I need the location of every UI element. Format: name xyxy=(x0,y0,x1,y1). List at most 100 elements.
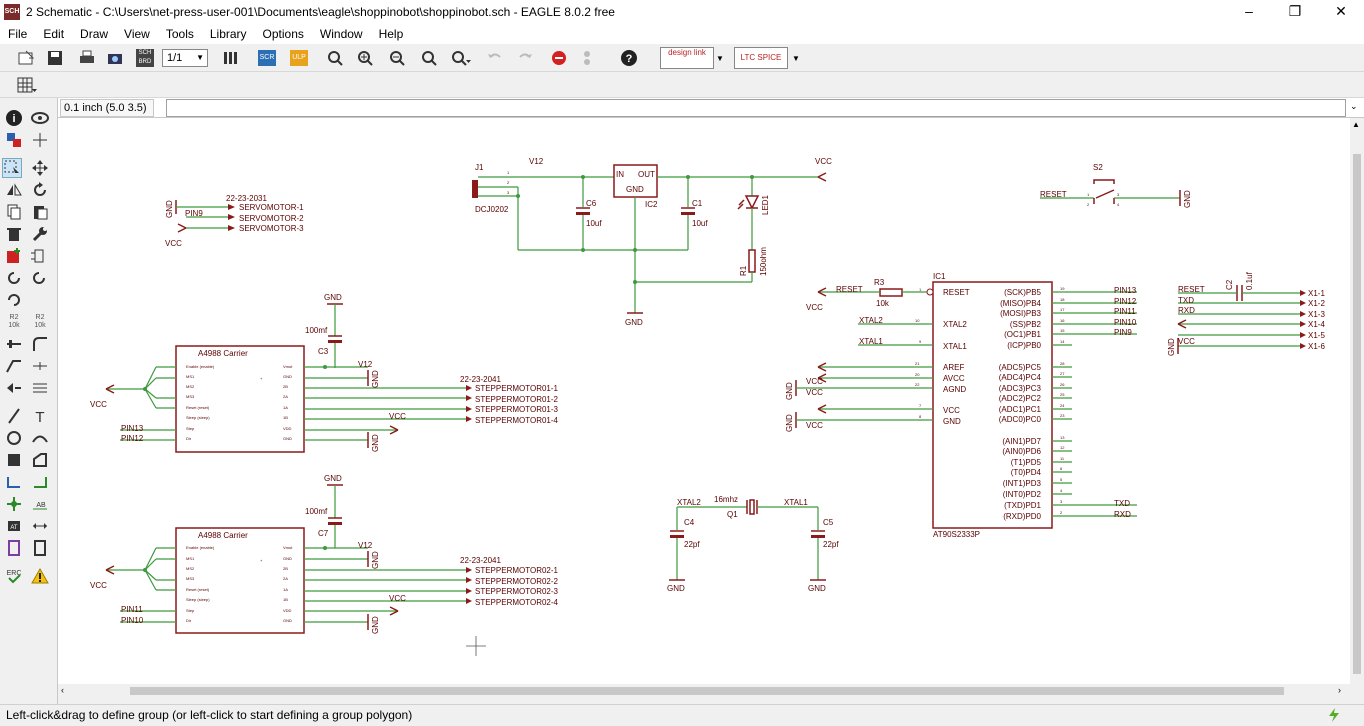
mcu-section[interactable]: IC1 AT90S2333P R3 10k RESET VCC 1 RESET … xyxy=(785,272,1137,539)
grid-icon[interactable] xyxy=(16,74,38,96)
add-part-icon[interactable] xyxy=(4,246,24,266)
eye-icon[interactable] xyxy=(30,108,50,128)
schematic-drawing[interactable]: .w { stroke:#3d9a3d; stroke-width:1.2; f… xyxy=(58,118,1350,684)
chevron-down-icon[interactable]: ▼ xyxy=(792,54,800,63)
programming-header-section[interactable]: C2 0.1uf GND RESET TXD RXD VCC X1-1 X1-2… xyxy=(1167,271,1325,356)
label-icon[interactable]: AB xyxy=(30,494,50,514)
zoom-area-icon[interactable] xyxy=(450,47,472,69)
erc-icon[interactable]: ERC xyxy=(4,566,24,586)
miter-icon[interactable] xyxy=(30,334,50,354)
menu-options[interactable]: Options xyxy=(262,27,304,41)
chevron-down-icon[interactable]: ▼ xyxy=(716,54,724,63)
copy-icon[interactable] xyxy=(4,202,24,222)
design-link-button[interactable]: design link xyxy=(660,47,714,69)
move-icon[interactable] xyxy=(30,158,50,178)
stop-icon[interactable] xyxy=(548,47,570,69)
power-section[interactable]: J1 DCJ0202 1 2 3 V12 IN OUT GND IC2 VCC … xyxy=(472,157,832,327)
vertical-scroll-thumb[interactable] xyxy=(1353,154,1361,674)
go-icon[interactable] xyxy=(576,47,598,69)
bus-icon[interactable] xyxy=(4,472,24,492)
menu-window[interactable]: Window xyxy=(319,27,363,41)
vertical-scrollbar[interactable]: ▲ xyxy=(1350,118,1364,684)
schematic-canvas[interactable]: .w { stroke:#3d9a3d; stroke-width:1.2; f… xyxy=(58,118,1350,684)
delete-icon[interactable] xyxy=(4,224,24,244)
crystal-section[interactable]: XTAL2 XTAL1 16mhz Q1 C4 22pf GND C5 22pf… xyxy=(667,495,839,593)
line-icon[interactable] xyxy=(4,406,24,426)
menu-library[interactable]: Library xyxy=(209,27,247,41)
s2-label: S2 xyxy=(1093,163,1103,172)
vcc-arrow xyxy=(817,373,827,383)
scr-button[interactable]: SCR xyxy=(256,47,278,69)
open-icon[interactable] xyxy=(16,47,38,69)
command-input[interactable] xyxy=(166,99,1346,117)
ulp-button[interactable]: ULP xyxy=(288,47,310,69)
chevron-down-icon[interactable]: ⌄ xyxy=(1350,101,1358,111)
mirror-icon[interactable] xyxy=(4,180,24,200)
menu-help[interactable]: Help xyxy=(378,27,404,41)
menu-view[interactable]: View xyxy=(124,27,150,41)
driver-left-pin: MS2 xyxy=(186,384,195,389)
optimize-icon[interactable] xyxy=(30,356,50,376)
rotate-icon[interactable] xyxy=(30,180,50,200)
zoom-in-icon[interactable] xyxy=(354,47,376,69)
gateswap-icon[interactable] xyxy=(30,268,50,288)
circle-icon[interactable] xyxy=(4,428,24,448)
maximize-button[interactable]: ❐ xyxy=(1288,3,1302,19)
split-icon[interactable] xyxy=(4,334,24,354)
reset-switch-section[interactable]: S2 RESET 1 2 3 4 GND xyxy=(1040,163,1192,208)
pinswap-icon[interactable] xyxy=(30,246,50,266)
net-icon[interactable] xyxy=(30,472,50,492)
attribute-icon[interactable]: AT xyxy=(4,516,24,536)
cam-icon[interactable] xyxy=(104,47,126,69)
scroll-up-icon[interactable]: ▲ xyxy=(1352,120,1360,129)
redo-icon[interactable] xyxy=(514,47,536,69)
info-icon[interactable]: i xyxy=(4,108,24,128)
dimension-icon[interactable] xyxy=(30,516,50,536)
text-icon[interactable]: T xyxy=(30,406,50,426)
menu-edit[interactable]: Edit xyxy=(43,27,65,41)
smash-icon[interactable] xyxy=(4,378,24,398)
wrench-icon[interactable] xyxy=(30,224,50,244)
rect-icon[interactable] xyxy=(4,450,24,470)
close-button[interactable]: ✕ xyxy=(1335,3,1347,19)
menu-file[interactable]: File xyxy=(8,27,28,41)
help-icon[interactable]: ? xyxy=(618,47,640,69)
save-icon[interactable] xyxy=(44,47,66,69)
zoom-fit-icon[interactable] xyxy=(324,47,346,69)
library-icon[interactable] xyxy=(220,47,242,69)
group-icon[interactable] xyxy=(2,158,22,178)
junction-icon[interactable] xyxy=(4,494,24,514)
zoom-redraw-icon[interactable] xyxy=(418,47,440,69)
arc-icon[interactable] xyxy=(30,428,50,448)
polygon-icon[interactable] xyxy=(30,450,50,470)
module-icon[interactable] xyxy=(30,538,50,558)
lightning-icon[interactable] xyxy=(1326,707,1342,723)
menu-draw[interactable]: Draw xyxy=(80,27,109,41)
paste-icon[interactable] xyxy=(30,202,50,222)
driver2-section[interactable]: GND 100mf C7 A4988 Carrier + Enable (ena… xyxy=(90,474,559,634)
warning-icon[interactable] xyxy=(30,566,50,586)
scroll-left-icon[interactable]: ‹ xyxy=(61,685,64,695)
ltspice-button[interactable]: LTC SPICE xyxy=(734,47,788,69)
layer-icon[interactable] xyxy=(4,130,24,150)
sheet-select[interactable]: 1/1▼ xyxy=(162,49,208,67)
scroll-right-icon[interactable]: › xyxy=(1338,685,1341,695)
driver1-section[interactable]: GND 100mf C3 A4988 Carrier + Enable (ena… xyxy=(90,293,559,453)
servo-section[interactable]: GND PIN9 VCC 22-23-2031 SERVOMOTOR-1 SER… xyxy=(165,194,304,248)
horizontal-scrollbar[interactable]: ‹ › xyxy=(58,684,1350,698)
frame-icon[interactable] xyxy=(4,538,24,558)
menu-tools[interactable]: Tools xyxy=(165,27,194,41)
align-icon[interactable] xyxy=(30,378,50,398)
sch-brd-button[interactable]: SCH BRD xyxy=(134,47,156,69)
zoom-out-icon[interactable] xyxy=(386,47,408,69)
mark-icon[interactable] xyxy=(30,130,50,150)
undo-icon[interactable] xyxy=(484,47,506,69)
invoke-icon[interactable] xyxy=(4,290,24,310)
print-icon[interactable] xyxy=(76,47,98,69)
slice-icon[interactable] xyxy=(4,356,24,376)
minimize-button[interactable]: – xyxy=(1245,3,1253,19)
replace-icon[interactable] xyxy=(4,268,24,288)
horizontal-scroll-thumb[interactable] xyxy=(130,687,1284,695)
